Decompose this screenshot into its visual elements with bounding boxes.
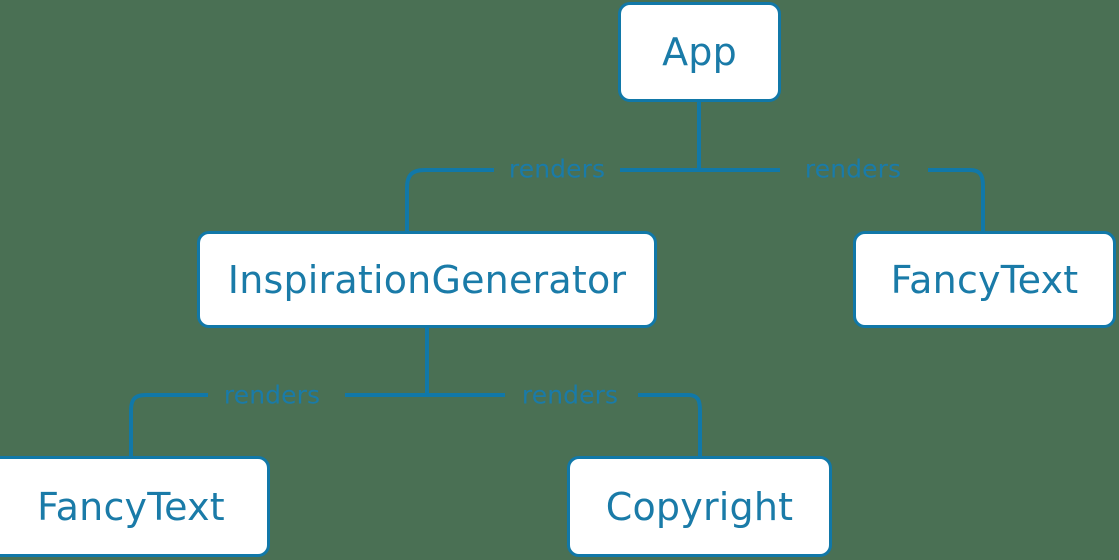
edge-label-app-inspgen: renders xyxy=(508,154,606,184)
node-label-copyright: Copyright xyxy=(605,484,794,529)
node-copyright[interactable]: Copyright xyxy=(567,456,832,557)
edge-label-app-fancy1: renders xyxy=(804,154,902,184)
edge-inspgen-copyright xyxy=(426,392,702,456)
edge-inspgen-fancy2 xyxy=(129,392,428,456)
edge-label-inspgen-fancy2: renders xyxy=(223,380,321,410)
node-fancy-text-right[interactable]: FancyText xyxy=(853,231,1116,328)
node-fancy-text-bottom[interactable]: FancyText xyxy=(0,456,270,557)
node-label-inspiration-generator: InspirationGenerator xyxy=(227,257,627,302)
node-label-app: App xyxy=(662,30,737,74)
edge-label-inspgen-copyright: renders xyxy=(521,380,619,410)
edge-app-inspgen xyxy=(405,168,699,231)
node-app[interactable]: App xyxy=(618,2,781,102)
node-label-fancy-text-bottom: FancyText xyxy=(37,484,225,529)
node-inspiration-generator[interactable]: InspirationGenerator xyxy=(197,231,657,328)
node-label-fancy-text-right: FancyText xyxy=(890,257,1079,302)
edge-app-fancy1 xyxy=(699,168,985,231)
